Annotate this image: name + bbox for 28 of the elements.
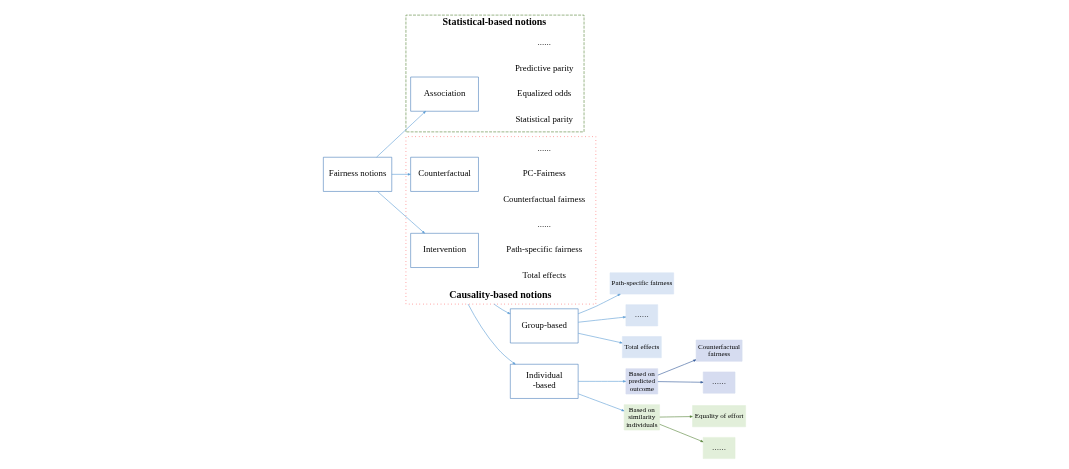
node-box: Fairness notions [323,156,393,192]
arrow [659,415,693,418]
arrow [467,303,516,365]
arrow [376,111,426,158]
arrow [657,359,697,376]
node-box: Intervention [410,233,479,268]
label: Counterfactual fairness [503,193,586,204]
arrow [377,191,425,234]
label: ...... [537,37,551,48]
label: PC-Fairness [522,168,566,179]
label: ...... [537,219,551,230]
node-box: Group-based [510,308,579,344]
arrow [578,393,625,412]
arrow [578,333,623,344]
arrow [391,173,411,176]
node-box: Counterfactual [410,156,479,192]
label: Equalized odds [517,88,572,99]
arrow [493,303,511,315]
arrow [578,380,626,383]
label: Path-specific fairness [506,244,583,255]
label: ...... [537,143,551,154]
label: Statistical parity [515,113,574,124]
label: Predictive parity [514,62,574,73]
arrow [657,381,704,384]
arrow [578,316,626,323]
arrow [577,293,621,315]
arrow [659,424,704,443]
label: Total effects [522,269,567,280]
